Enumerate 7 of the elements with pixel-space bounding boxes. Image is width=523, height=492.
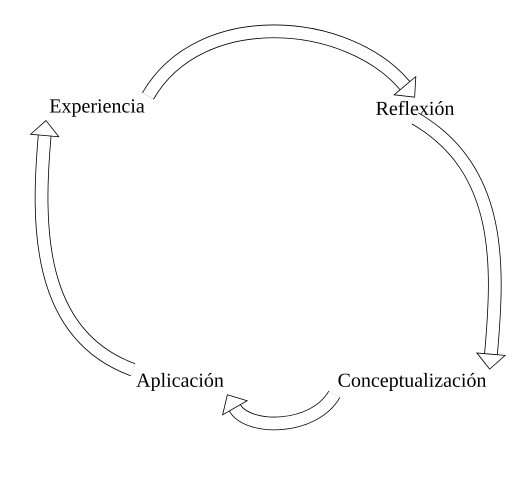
block-arrow <box>142 24 416 100</box>
block-arrow <box>411 112 506 370</box>
stage-label: Experiencia <box>50 99 144 117</box>
block-arrow <box>222 390 340 430</box>
stage-label: Aplicación <box>136 372 224 392</box>
stage-label: Conceptualización <box>338 372 486 392</box>
stage-label: Reflexión <box>376 100 454 116</box>
